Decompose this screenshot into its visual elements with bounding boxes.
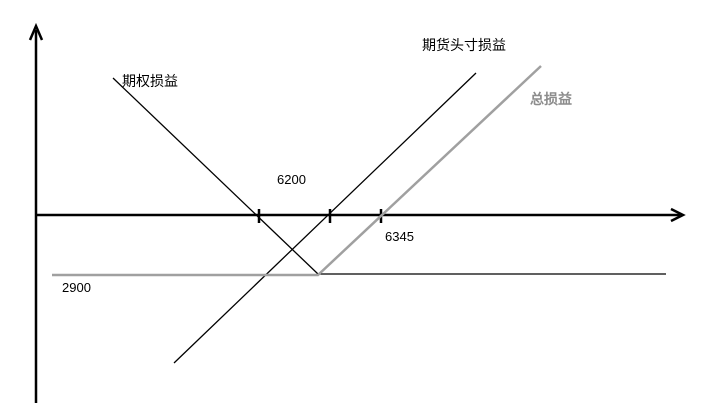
futures-pnl-line (173, 72, 477, 364)
total-pnl-label: 总损益 (530, 91, 572, 108)
x-axis-arrow (670, 207, 686, 223)
option-pnl-label: 期权损益 (122, 74, 178, 90)
tick-label-6200: 6200 (277, 172, 306, 187)
total-pnl-line (52, 65, 542, 277)
y-axis-arrow (28, 22, 44, 41)
futures-pnl-label: 期货头寸损益 (422, 37, 506, 54)
level-label-2900: 2900 (62, 280, 91, 295)
tick-label-6345: 6345 (385, 229, 414, 244)
option-pnl-line (112, 77, 319, 275)
